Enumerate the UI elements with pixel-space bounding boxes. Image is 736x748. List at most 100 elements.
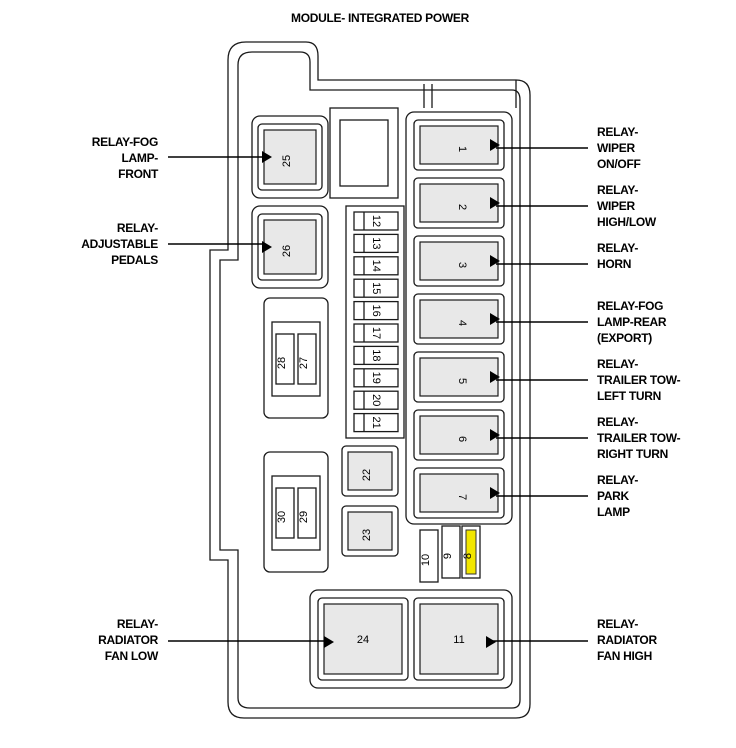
relay-2-body bbox=[419, 183, 499, 223]
small-fuse-label: 9 bbox=[442, 553, 454, 559]
relay-26-body bbox=[263, 219, 317, 275]
mini-fuse-label: 14 bbox=[370, 260, 382, 272]
small-fuse-inner bbox=[465, 529, 477, 575]
label-relay-5-line: LEFT TURN bbox=[597, 389, 661, 403]
label-relay-4-line: (EXPORT) bbox=[597, 331, 652, 345]
mini-fuse-label: 16 bbox=[370, 304, 382, 316]
housing-inner-outline bbox=[219, 51, 521, 709]
relay-4-number: 4 bbox=[456, 320, 468, 326]
relay-7-number: 7 bbox=[456, 494, 468, 500]
label-relay-2-line: WIPER bbox=[597, 199, 635, 213]
relay-3-body bbox=[419, 241, 499, 281]
relay-25-body bbox=[263, 129, 317, 185]
relay-5-body bbox=[419, 357, 499, 397]
mini-fuse-21 bbox=[353, 412, 399, 433]
mini-fuse-label: 15 bbox=[370, 282, 382, 294]
label-relay-4-line: LAMP-REAR bbox=[597, 315, 667, 329]
block-label-23: 23 bbox=[361, 529, 373, 541]
label-relay-24-line: FAN LOW bbox=[105, 649, 159, 663]
cartridge-fuses: 28 27 30 29 bbox=[263, 297, 329, 573]
relay-3-number: 3 bbox=[456, 262, 468, 268]
relay-11-body bbox=[419, 603, 499, 675]
relay-24-number: 24 bbox=[357, 634, 369, 646]
cartridge-fuse-label: 29 bbox=[298, 511, 310, 523]
cartridge-fuse-label: 30 bbox=[276, 511, 288, 523]
mini-fuse-label: 17 bbox=[370, 327, 382, 339]
small-fuses: 10 9 8 bbox=[419, 525, 481, 583]
mini-fuse-13 bbox=[353, 233, 399, 254]
cartridge-fuse-label: 27 bbox=[298, 357, 310, 369]
mini-fuse-14 bbox=[353, 256, 399, 276]
housing-outline bbox=[209, 41, 531, 719]
label-relay-11-line: RELAY- bbox=[597, 617, 638, 631]
relay-pin-icon bbox=[262, 151, 272, 163]
mini-fuse-15 bbox=[353, 278, 399, 298]
callout-labels: RELAY- WIPER ON/OFF RELAY- WIPER HIGH/LOW RELA… bbox=[81, 125, 681, 663]
relay-pin-icon bbox=[490, 487, 500, 499]
label-relay-2-line: HIGH/LOW bbox=[597, 215, 657, 229]
mini-fuse-label: 18 bbox=[370, 349, 382, 361]
label-relay-5-line: RELAY- bbox=[597, 357, 638, 371]
label-relay-1-line: ON/OFF bbox=[597, 157, 641, 171]
small-fuse-label: 10 bbox=[420, 554, 432, 566]
cartridge-fuse-label: 28 bbox=[276, 357, 288, 369]
mini-fuse-label: 12 bbox=[370, 215, 382, 227]
relay-7-body bbox=[419, 473, 499, 513]
relay-pin-icon bbox=[490, 371, 500, 383]
label-relay-26-line: PEDALS bbox=[111, 253, 158, 267]
label-relay-1-line: RELAY- bbox=[597, 125, 638, 139]
diagram-title: MODULE- INTEGRATED POWER bbox=[291, 11, 470, 25]
relay-26-number: 26 bbox=[281, 245, 293, 257]
mini-fuse-label: 21 bbox=[370, 416, 382, 428]
label-relay-1-line: WIPER bbox=[597, 141, 635, 155]
relay-pin-icon bbox=[490, 197, 500, 209]
mini-fuse-19 bbox=[353, 368, 399, 388]
relay-pin-icon bbox=[262, 241, 272, 253]
label-relay-25-line: RELAY-FOG bbox=[92, 135, 158, 149]
label-relay-26-line: ADJUSTABLE bbox=[81, 237, 158, 251]
mini-fuse-label: 20 bbox=[370, 394, 382, 406]
label-relay-7-line: PARK bbox=[597, 489, 630, 503]
label-relay-7-line: RELAY- bbox=[597, 473, 638, 487]
label-relay-24-line: RELAY- bbox=[117, 617, 158, 631]
label-relay-7-line: LAMP bbox=[597, 505, 630, 519]
relay-pin-icon bbox=[324, 636, 334, 648]
cartridge-fuse-27 bbox=[297, 333, 317, 385]
small-fuse-label: 8 bbox=[462, 553, 474, 559]
relay-5-number: 5 bbox=[456, 378, 468, 384]
label-relay-4-line: RELAY-FOG bbox=[597, 299, 663, 313]
label-relay-5-line: TRAILER TOW- bbox=[597, 373, 681, 387]
relay-pin-icon bbox=[490, 429, 500, 441]
label-relay-24-line: RADIATOR bbox=[98, 633, 158, 647]
label-relay-11-line: RADIATOR bbox=[597, 633, 657, 647]
label-relay-6-line: RIGHT TURN bbox=[597, 447, 668, 461]
block-label-22: 22 bbox=[361, 469, 373, 481]
relay-pin-icon bbox=[490, 313, 500, 325]
mini-fuse-18 bbox=[353, 345, 399, 366]
relay-1-number: 1 bbox=[456, 146, 468, 152]
small-fuse-10 bbox=[419, 529, 439, 583]
mini-fuse-label: 13 bbox=[370, 237, 382, 249]
small-fuse-9 bbox=[441, 525, 461, 579]
label-relay-6-line: RELAY- bbox=[597, 415, 638, 429]
label-relay-25-line: LAMP- bbox=[122, 151, 159, 165]
label-relay-2-line: RELAY- bbox=[597, 183, 638, 197]
mini-fuse-12 bbox=[353, 211, 399, 231]
top-block-inner bbox=[339, 119, 389, 187]
cartridge-fuse-28 bbox=[275, 333, 295, 385]
mini-fuses: 12 13 14 15 16 17 18 19 20 21 bbox=[353, 211, 399, 433]
label-relay-26-line: RELAY- bbox=[117, 221, 158, 235]
block-body bbox=[347, 451, 393, 491]
mini-fuse-label: 19 bbox=[370, 372, 382, 384]
mini-fuse-16 bbox=[353, 300, 399, 321]
relay-4-body bbox=[419, 299, 499, 339]
relay-pin-icon bbox=[490, 255, 500, 267]
label-relay-6-line: TRAILER TOW- bbox=[597, 431, 681, 445]
relay-2-number: 2 bbox=[456, 204, 468, 210]
cartridge-fuse-30 bbox=[275, 487, 295, 539]
relay-24-body bbox=[323, 603, 403, 675]
